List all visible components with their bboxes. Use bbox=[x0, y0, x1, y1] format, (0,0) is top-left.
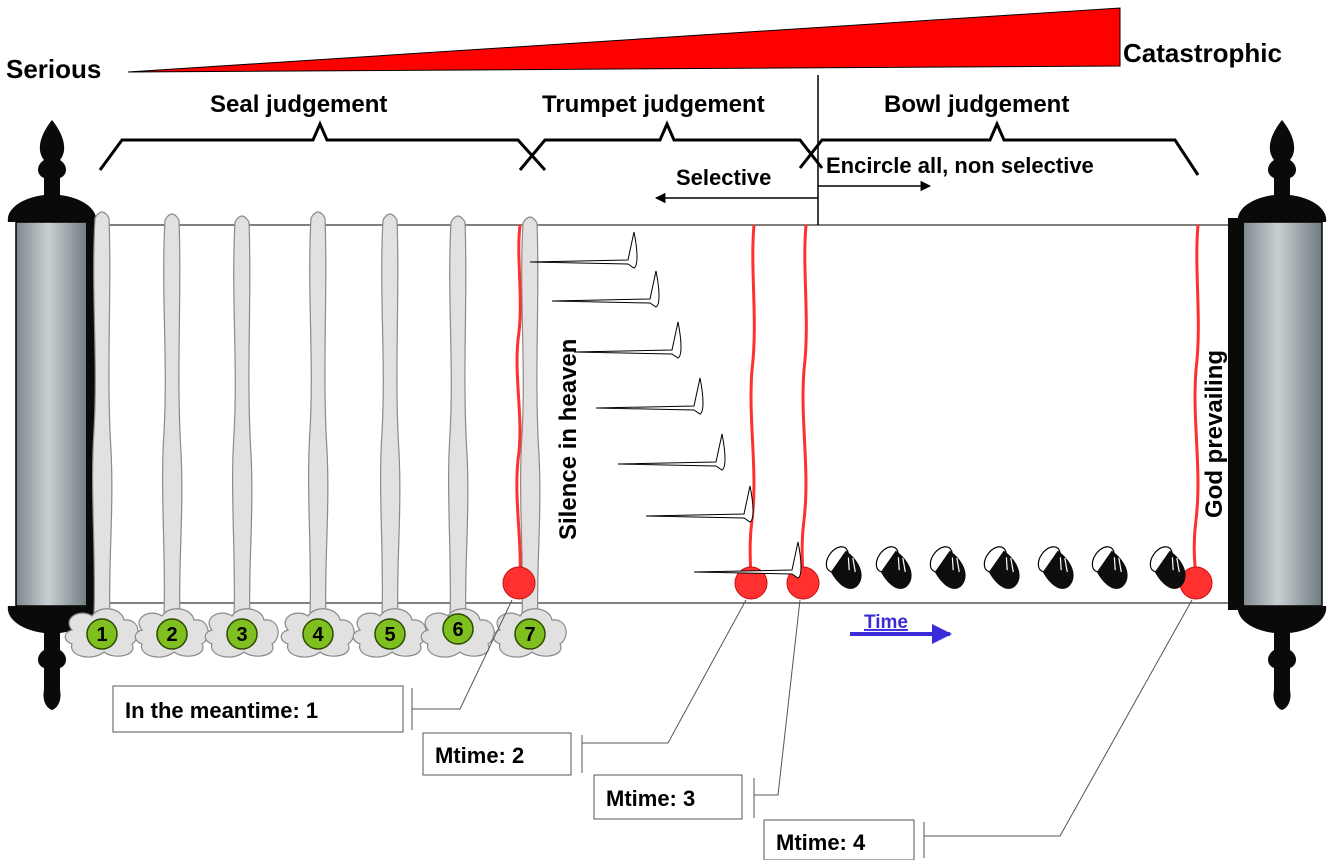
seal-number-circle-7 bbox=[514, 618, 546, 650]
seal-strand-4: 4 bbox=[280, 211, 355, 658]
seal-number-5: 5 bbox=[384, 624, 395, 646]
seal-number-circle-5 bbox=[374, 618, 406, 650]
bowl-icon-1 bbox=[825, 546, 862, 589]
seal-strand-1: 1 bbox=[64, 211, 139, 658]
callout-mtime-4: Mtime: 4 bbox=[763, 599, 1193, 860]
seal-number-circle-1 bbox=[86, 618, 118, 650]
bowls bbox=[825, 546, 1186, 589]
seal-number-1: 1 bbox=[96, 624, 107, 646]
bowl-icon-7 bbox=[1149, 546, 1186, 589]
red-thread-mtime-3 bbox=[800, 224, 808, 583]
seal-strand-6: 6 bbox=[420, 215, 495, 658]
red-threads bbox=[515, 224, 1200, 583]
seal-number-circle-2 bbox=[156, 618, 188, 650]
callout-mtime-2-text: Mtime: 2 bbox=[435, 743, 524, 768]
time-label: Time bbox=[864, 612, 908, 633]
callout-meantime-1-text: In the meantime: 1 bbox=[125, 698, 318, 723]
red-thread-mtime-2 bbox=[748, 224, 756, 583]
seal-bracket bbox=[98, 120, 547, 172]
seal-number-7: 7 bbox=[524, 624, 535, 646]
bowl-icon-3 bbox=[929, 546, 966, 589]
seal-strand-3: 3 bbox=[204, 215, 279, 658]
seal-number-circle-6 bbox=[442, 613, 474, 645]
red-dot-seal-7 bbox=[502, 566, 536, 600]
catastrophic-label: Catastrophic bbox=[1123, 38, 1282, 68]
trumpet-icon-4 bbox=[595, 377, 704, 415]
trumpet-icon-7 bbox=[693, 541, 802, 579]
seal-strand-7: 7 bbox=[492, 216, 567, 658]
seal-number-2: 2 bbox=[166, 624, 177, 646]
red-thread-seal-7 bbox=[515, 224, 522, 583]
scroll-parchment bbox=[87, 224, 1245, 604]
trumpet-bracket bbox=[518, 120, 824, 171]
silence-in-heaven-label: Silence in heaven bbox=[555, 339, 582, 540]
trumpet-icon-1 bbox=[529, 231, 638, 269]
callout-mtime-4-text: Mtime: 4 bbox=[776, 830, 866, 855]
trumpets bbox=[529, 231, 802, 579]
seal-judgement-label: Seal judgement bbox=[210, 91, 387, 118]
seal-number-3: 3 bbox=[236, 624, 247, 646]
red-dot-mtime-2 bbox=[734, 566, 768, 600]
trumpet-icon-6 bbox=[645, 485, 754, 523]
seal-strand-2: 2 bbox=[134, 213, 209, 658]
bowl-icon-5 bbox=[1037, 546, 1074, 589]
trumpet-judgement-label: Trumpet judgement bbox=[542, 91, 765, 118]
seal-number-circle-3 bbox=[226, 618, 258, 650]
severity-wedge bbox=[127, 7, 1121, 73]
bowl-icon-4 bbox=[983, 546, 1020, 589]
seal-number-4: 4 bbox=[312, 624, 324, 646]
callout-mtime-3-text: Mtime: 3 bbox=[606, 786, 695, 811]
seal-strand-5: 5 bbox=[352, 213, 427, 658]
red-thread-mtime-4 bbox=[1192, 224, 1200, 583]
selective-label: Selective bbox=[676, 165, 771, 190]
trumpet-icon-2 bbox=[551, 270, 660, 308]
trumpet-icon-3 bbox=[573, 321, 682, 359]
seal-number-6: 6 bbox=[452, 619, 463, 641]
bowl-icon-6 bbox=[1091, 546, 1128, 589]
god-prevailing-label: God prevailing bbox=[1201, 350, 1228, 518]
bowl-judgement-label: Bowl judgement bbox=[884, 91, 1069, 118]
seal-number-circle-4 bbox=[302, 618, 334, 650]
seal-strands: 1 2 3 4 5 6 7 bbox=[64, 211, 567, 658]
non-selective-label: Encircle all, non selective bbox=[826, 153, 1094, 178]
right-scroll-handle-icon bbox=[1228, 120, 1327, 710]
callout-mtime-2: Mtime: 2 bbox=[422, 599, 747, 776]
trumpet-icon-5 bbox=[617, 433, 726, 471]
callout-meantime-1: In the meantime: 1 bbox=[112, 599, 513, 733]
callout-mtime-3: Mtime: 3 bbox=[593, 599, 801, 820]
bowl-bracket bbox=[798, 120, 1200, 176]
bowl-icon-2 bbox=[875, 546, 912, 589]
serious-label: Serious bbox=[6, 54, 101, 84]
